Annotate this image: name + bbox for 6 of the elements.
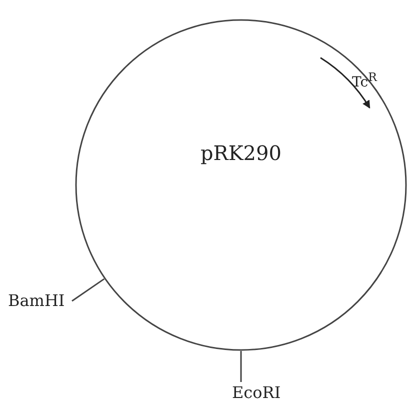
- plasmid-name: pRK290: [200, 141, 282, 165]
- restriction-site-label: BamHI: [8, 290, 70, 312]
- gene-label: Tc$^{R}$: [352, 70, 377, 91]
- restriction-site-label: EcoRI: [232, 382, 284, 404]
- leader-line: [72, 278, 105, 302]
- leader-line: [240, 351, 242, 382]
